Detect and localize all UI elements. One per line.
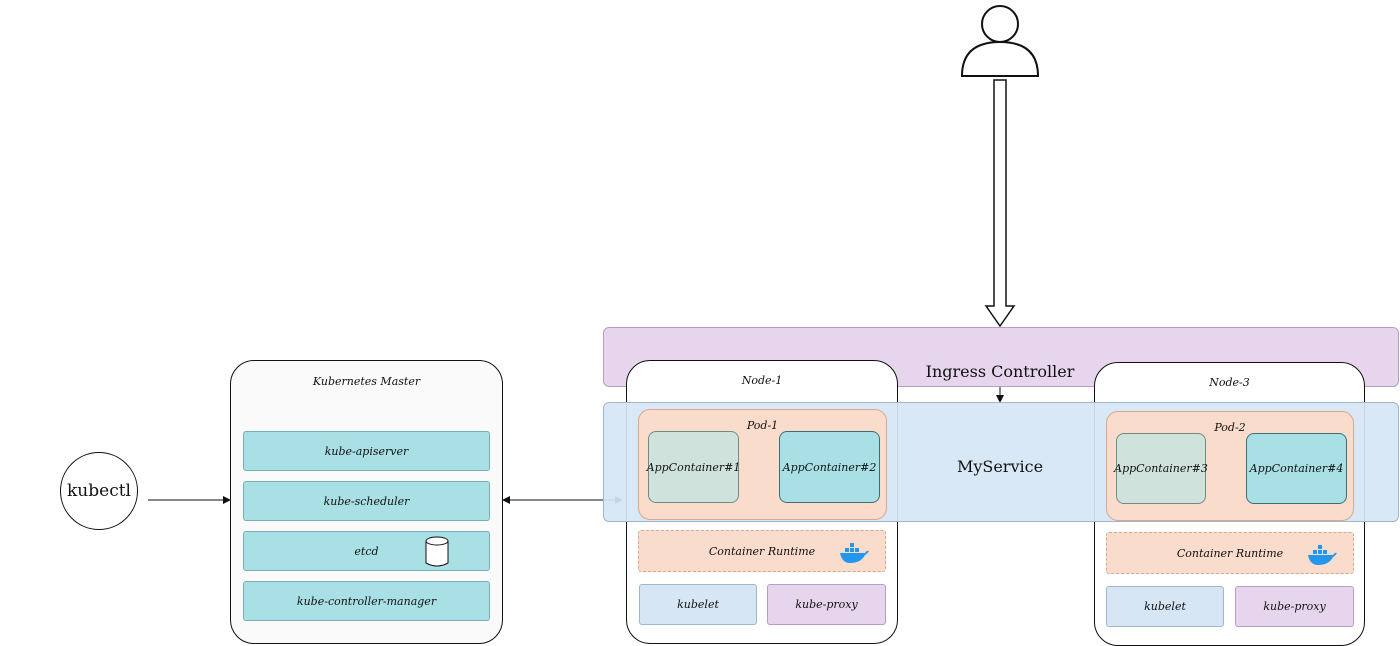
node-1-kubelet: kubelet xyxy=(639,584,757,625)
kubernetes-master: Kubernetes Master kube-apiserver kube-sc… xyxy=(230,360,503,644)
node-1-title: Node-1 xyxy=(741,374,783,387)
pod-2: Pod-2 AppContainer#3 AppContainer#4 xyxy=(1106,411,1354,521)
etcd-label: etcd xyxy=(354,544,379,558)
service-label: MyService xyxy=(956,457,1044,476)
node-3-runtime-label: Container Runtime xyxy=(1176,546,1284,560)
database-icon xyxy=(425,536,449,567)
app-container-4: AppContainer#4 xyxy=(1246,433,1347,504)
kube-apiserver: kube-apiserver xyxy=(243,431,490,471)
node-1-runtime-label: Container Runtime xyxy=(708,544,816,558)
pod-2-title: Pod-2 xyxy=(1214,421,1246,434)
node-3-kube-proxy: kube-proxy xyxy=(1235,586,1354,627)
node-1-container-runtime: Container Runtime xyxy=(638,530,886,572)
master-title: Kubernetes Master xyxy=(312,375,421,388)
kube-controller-manager: kube-controller-manager xyxy=(243,581,490,621)
node-3-container-runtime: Container Runtime xyxy=(1106,532,1354,574)
app-container-2: AppContainer#2 xyxy=(779,431,880,503)
pod-1: Pod-1 AppContainer#1 AppContainer#2 xyxy=(638,409,887,520)
etcd: etcd xyxy=(243,531,490,571)
kubectl-label: kubectl xyxy=(67,481,131,501)
docker-whale-icon xyxy=(1308,545,1337,565)
pod-1-title: Pod-1 xyxy=(746,419,779,432)
kubectl-node: kubectl xyxy=(60,452,138,530)
node-1-kube-proxy: kube-proxy xyxy=(767,584,886,625)
app-container-3: AppContainer#3 xyxy=(1114,433,1208,504)
node-3-title: Node-3 xyxy=(1209,376,1250,389)
docker-whale-icon xyxy=(840,543,869,563)
kube-scheduler: kube-scheduler xyxy=(243,481,490,521)
ingress-label: Ingress Controller xyxy=(925,362,1075,381)
node-3-kubelet: kubelet xyxy=(1106,586,1224,627)
app-container-1: AppContainer#1 xyxy=(647,431,740,503)
